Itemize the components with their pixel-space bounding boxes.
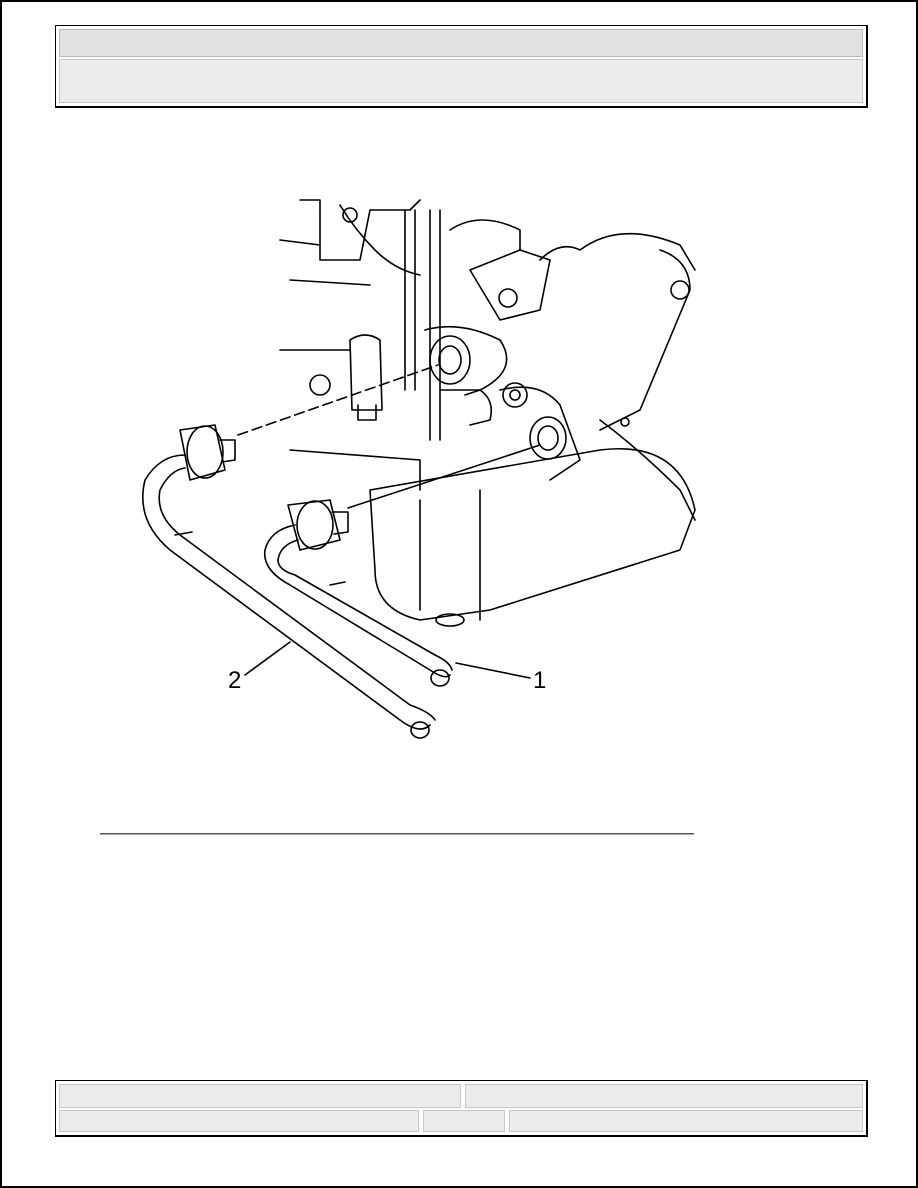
drain-plug: [435, 613, 465, 627]
casting-edge: [279, 239, 371, 286]
hose-2-outer: [142, 454, 431, 730]
upper-port-inner: [438, 345, 462, 375]
casting-cap: [449, 219, 521, 251]
fitting-2-stub: [219, 439, 236, 463]
hose-1-inner: [277, 539, 453, 671]
oil-pan-ribs: [419, 489, 481, 621]
engine-hose-illustration: 1 2: [120, 190, 700, 750]
upper-boss-hole: [498, 288, 518, 308]
leader-upper: [237, 364, 439, 436]
lower-port-inner: [537, 425, 559, 451]
document-header: [55, 25, 868, 108]
footer-cell-bottom-left: [59, 1110, 419, 1132]
sensor-connector: [357, 404, 377, 421]
callout-1-leader: [455, 662, 531, 679]
upper-boss: [469, 249, 551, 321]
mid-bolt: [502, 382, 528, 408]
hose-1-band: [329, 581, 346, 586]
fitting-2-nut: [186, 425, 224, 479]
callout-2-leader: [244, 641, 291, 676]
casting-outline-top: [299, 199, 421, 261]
casting-rib: [339, 204, 421, 276]
header-subtitle-bar: [59, 59, 863, 103]
sensor-body: [349, 334, 383, 411]
vertical-rails: [404, 209, 441, 441]
leader-lower: [347, 444, 541, 509]
header-title-bar: [59, 29, 863, 57]
short-spigot: [464, 389, 493, 426]
lower-housing: [499, 386, 581, 481]
illustration-svg: 1 2: [142, 199, 696, 739]
lower-port-outer: [529, 416, 567, 460]
upper-port-outer: [429, 335, 471, 385]
bracket-lower: [599, 419, 696, 521]
bracket-small-hole: [620, 417, 630, 427]
hose-2-band: [174, 531, 193, 536]
footer-cell-top-right: [465, 1084, 863, 1108]
callout-2-label: 2: [228, 667, 241, 694]
oil-pan: [369, 448, 696, 621]
hose-1-outer: [263, 524, 451, 678]
hose-2-end: [410, 721, 430, 739]
port-housing: [424, 325, 508, 391]
footer-cell-bottom-right: [509, 1110, 863, 1132]
left-casting-edge: [279, 349, 421, 491]
document-footer: [55, 1080, 868, 1137]
fitting-1-stub: [331, 511, 349, 535]
footer-cell-top-left: [59, 1084, 461, 1108]
mid-bolt-center: [509, 389, 521, 401]
footer-cell-bottom-middle: [423, 1110, 505, 1132]
upper-bolt-hole: [342, 207, 358, 223]
bracket-bolt-hole: [670, 280, 690, 300]
fitting-1-nut: [296, 500, 334, 550]
callout-1-label: 1: [533, 667, 546, 694]
bracket-outline: [539, 232, 696, 271]
divider-rule: [100, 833, 694, 835]
bracket-edge: [599, 249, 691, 431]
hose-2-inner: [158, 467, 436, 721]
hose-1-end: [430, 669, 450, 687]
left-bolt: [309, 374, 331, 396]
